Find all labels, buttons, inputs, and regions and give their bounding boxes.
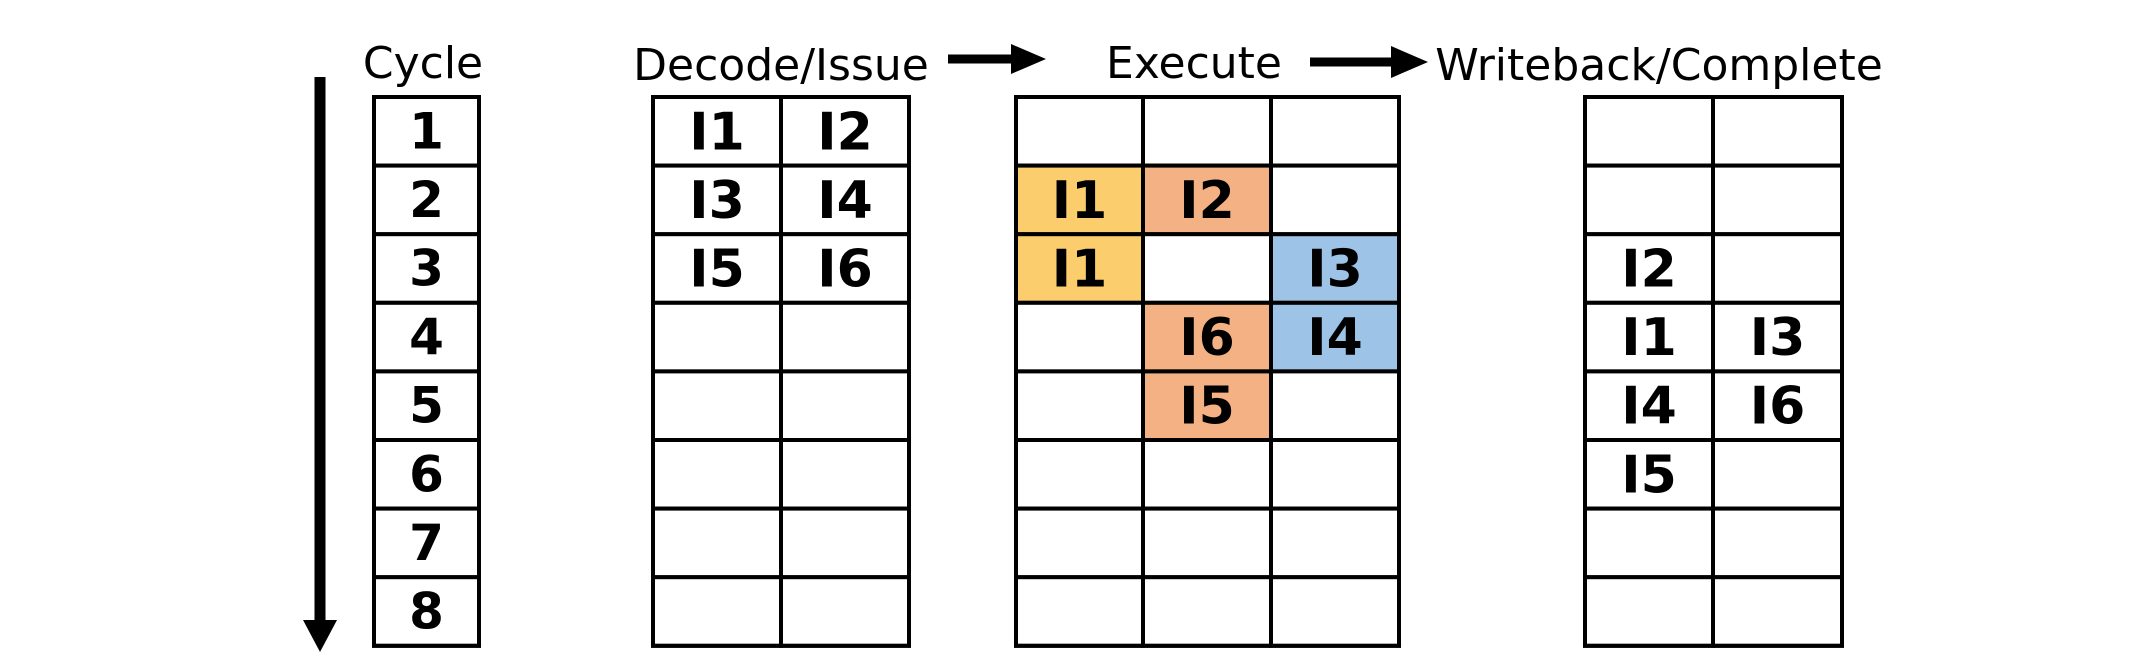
arrow-execute-to-writeback <box>1310 46 1428 78</box>
decode-issue-cell <box>651 300 783 374</box>
decode-issue-label: I1 <box>689 102 745 162</box>
cycle-number-label: 6 <box>409 445 444 503</box>
decode-issue-label: I3 <box>689 171 745 231</box>
decode-issue-cell <box>651 575 783 648</box>
execute-cell <box>1269 438 1401 511</box>
execute-label: I4 <box>1307 308 1363 368</box>
writeback-complete-cell <box>1711 438 1844 511</box>
writeback-complete-cell <box>1711 506 1844 580</box>
writeback-complete-cell <box>1711 575 1844 648</box>
execute-cell <box>1269 575 1401 648</box>
cycle-number-frame <box>372 95 481 648</box>
decode-issue-cell <box>779 575 911 648</box>
execute-cell <box>1014 575 1145 648</box>
cycle-number-label: 7 <box>409 514 444 572</box>
decode-issue-cell <box>651 506 783 580</box>
writeback-complete-cell <box>1711 163 1844 237</box>
execute-cell <box>1269 369 1401 442</box>
cycle-number-label: 4 <box>409 308 444 366</box>
decode-issue-cell <box>779 506 911 580</box>
execute-cell <box>1014 95 1145 168</box>
execute-cell <box>1141 95 1273 168</box>
execute-cell <box>1269 506 1401 580</box>
writeback-complete-cell <box>1711 232 1844 305</box>
decode-issue-frame <box>651 95 911 648</box>
header-cycle: Cycle <box>363 38 483 89</box>
decode-issue-cell <box>651 232 783 305</box>
header-execute: Execute <box>1106 38 1282 89</box>
writeback-complete-cell <box>1583 575 1715 648</box>
header-decode-issue: Decode/Issue <box>633 40 929 91</box>
execute-cell <box>1014 369 1145 442</box>
cycle-number-label: 8 <box>409 583 444 641</box>
execute-cell <box>1269 95 1401 168</box>
execute-cell <box>1141 300 1273 374</box>
decode-issue-cell <box>779 300 911 374</box>
execute-cell <box>1014 163 1145 237</box>
writeback-complete-cell <box>1711 95 1844 168</box>
execute-cell <box>1014 438 1145 511</box>
execute-cell <box>1141 369 1273 442</box>
cycle-number-cell <box>372 163 481 237</box>
writeback-complete-label: I1 <box>1621 308 1677 368</box>
cycle-number-cell <box>372 95 481 168</box>
cycle-number-label: 3 <box>409 240 444 298</box>
execute-label: I2 <box>1179 171 1235 231</box>
execute-cell <box>1141 232 1273 305</box>
arrow-decode-to-execute <box>948 44 1046 74</box>
execute-cell <box>1014 506 1145 580</box>
decode-issue-label: I4 <box>817 171 873 231</box>
writeback-complete-label: I4 <box>1621 377 1677 437</box>
decode-issue-cell <box>779 438 911 511</box>
execute-label: I1 <box>1052 240 1108 300</box>
execute-label: I6 <box>1179 308 1235 368</box>
decode-issue-label: I5 <box>689 240 745 300</box>
header-writeback-complete: Writeback/Complete <box>1435 40 1883 91</box>
writeback-complete-label: I6 <box>1750 377 1806 437</box>
execute-frame <box>1014 95 1401 648</box>
writeback-complete-cell <box>1583 506 1715 580</box>
cycle-number-label: 2 <box>409 171 444 229</box>
execute-cell <box>1141 575 1273 648</box>
writeback-complete-cell <box>1583 163 1715 237</box>
cycle-number-label: 1 <box>409 102 444 160</box>
writeback-complete-cell <box>1583 95 1715 168</box>
cycle-column: 1 2 3 4 5 6 7 8 <box>372 95 481 648</box>
decode-issue-cell <box>651 369 783 442</box>
decode-issue-cell <box>651 438 783 511</box>
decode-issue-cell <box>651 163 783 237</box>
writeback-complete-label: I3 <box>1750 308 1806 368</box>
execute-cell <box>1141 438 1273 511</box>
execute-cell <box>1141 163 1273 237</box>
cycle-number-label: 5 <box>409 377 444 435</box>
time-arrow <box>303 77 337 652</box>
execute-cell <box>1014 300 1145 374</box>
writeback-complete-frame <box>1583 95 1844 648</box>
decode-issue-cell <box>779 369 911 442</box>
writeback-complete-label: I2 <box>1621 240 1677 300</box>
execute-label: I3 <box>1307 240 1363 300</box>
decode-issue-label: I6 <box>817 240 873 300</box>
execute-cell <box>1269 163 1401 237</box>
writeback-complete-label: I5 <box>1621 445 1677 505</box>
execute-label: I1 <box>1052 171 1108 231</box>
execute-cell <box>1141 506 1273 580</box>
execute-label: I5 <box>1179 377 1235 437</box>
decode-issue-label: I2 <box>817 102 873 162</box>
